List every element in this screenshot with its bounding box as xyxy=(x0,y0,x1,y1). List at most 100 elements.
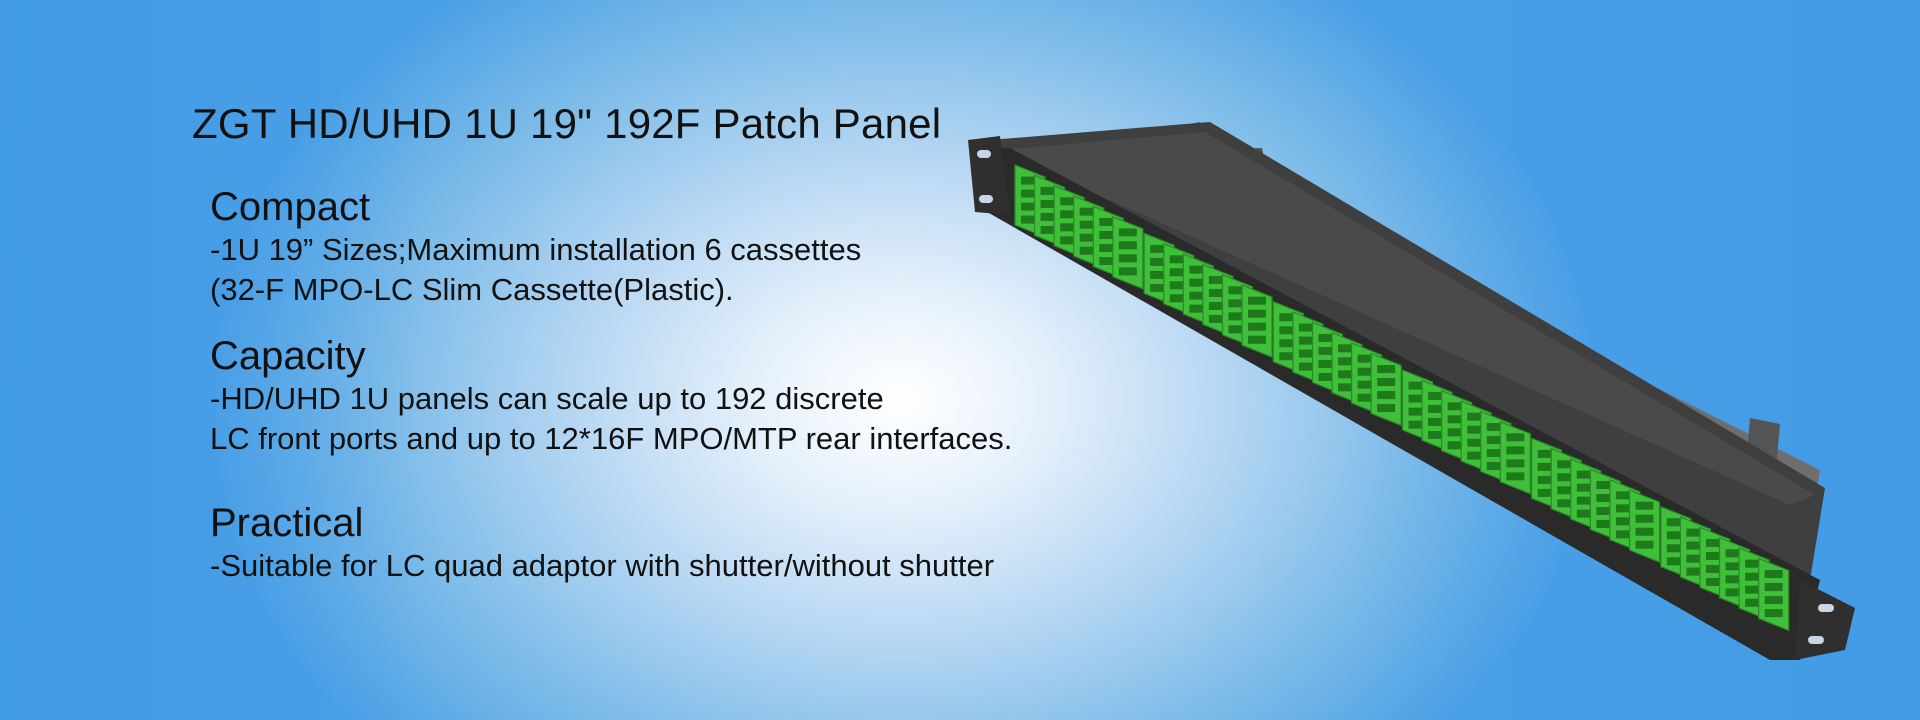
lc-port xyxy=(1428,430,1447,439)
lc-port xyxy=(1635,514,1654,523)
lc-port xyxy=(1279,326,1298,335)
lc-port xyxy=(1079,233,1098,242)
lc-port xyxy=(1279,352,1298,361)
section-line: (32-F MPO-LC Slim Cassette(Plastic). xyxy=(210,272,734,307)
lc-port xyxy=(1377,365,1396,374)
lc-adapter xyxy=(1241,284,1273,358)
lc-port xyxy=(1745,598,1764,607)
lc-port xyxy=(1467,451,1486,460)
lc-port xyxy=(1635,540,1654,549)
lc-port xyxy=(1357,367,1376,376)
lc-port xyxy=(1040,225,1059,234)
lc-port xyxy=(1338,344,1357,353)
lc-port xyxy=(1745,559,1764,568)
lc-port xyxy=(1725,588,1744,597)
lc-port xyxy=(1189,278,1208,287)
lc-port xyxy=(1118,241,1137,250)
patch-panel-image xyxy=(968,122,1855,660)
lc-port xyxy=(1150,257,1169,266)
lc-port xyxy=(1596,506,1615,515)
lc-port xyxy=(1248,296,1267,305)
lc-port xyxy=(1467,412,1486,421)
lc-port xyxy=(1298,349,1317,358)
lc-port xyxy=(1169,255,1188,264)
lc-port xyxy=(1357,393,1376,402)
lc-port xyxy=(1377,391,1396,400)
lc-port xyxy=(1169,281,1188,290)
lc-port xyxy=(1377,404,1396,413)
ear-hole xyxy=(977,150,991,158)
lc-port xyxy=(1338,383,1357,392)
lc-port xyxy=(1248,335,1267,344)
lc-port xyxy=(1208,275,1227,284)
lc-port xyxy=(1557,486,1576,495)
section-line: -HD/UHD 1U panels can scale up to 192 di… xyxy=(210,381,884,416)
lc-port xyxy=(1537,488,1556,497)
lc-port xyxy=(1447,441,1466,450)
lc-port xyxy=(1447,415,1466,424)
lc-port xyxy=(1208,314,1227,323)
lc-port xyxy=(1079,246,1098,255)
lc-port xyxy=(1118,254,1137,263)
lc-port xyxy=(1318,333,1337,342)
section-line: LC front ports and up to 12*16F MPO/MTP … xyxy=(210,421,1013,456)
lc-port xyxy=(1189,291,1208,300)
lc-port xyxy=(1228,325,1247,334)
lc-port xyxy=(1537,475,1556,484)
lc-port xyxy=(1764,609,1783,618)
lc-adapter xyxy=(1112,215,1144,290)
lc-port xyxy=(1189,265,1208,274)
lc-port xyxy=(1408,381,1427,390)
lc-port xyxy=(1228,312,1247,321)
lc-port xyxy=(1467,425,1486,434)
lc-port xyxy=(1666,557,1685,566)
banner-title: ZGT HD/UHD 1U 19" 192F Patch Panel xyxy=(192,100,942,147)
lc-port xyxy=(1486,462,1505,471)
lc-port xyxy=(1467,438,1486,447)
lc-port xyxy=(1021,202,1039,211)
lc-port xyxy=(1318,372,1337,381)
lc-port xyxy=(1576,509,1595,518)
section-heading-capacity: Capacity xyxy=(210,334,366,378)
lc-port xyxy=(1298,362,1317,371)
lc-port xyxy=(1764,570,1783,579)
lc-port xyxy=(1557,473,1576,482)
lc-port xyxy=(1596,519,1615,528)
lc-port xyxy=(1666,518,1685,527)
lc-port xyxy=(1189,304,1208,313)
lc-port xyxy=(1686,541,1705,550)
lc-port xyxy=(1666,531,1685,540)
lc-port xyxy=(1447,428,1466,437)
lc-port xyxy=(1228,286,1247,295)
lc-port xyxy=(1557,460,1576,469)
lc-port xyxy=(1040,199,1059,208)
lc-port xyxy=(1377,378,1396,387)
ear-hole xyxy=(1818,604,1834,612)
lc-adapter-array xyxy=(1014,164,1790,632)
lc-port xyxy=(1408,394,1427,403)
lc-port xyxy=(1248,309,1267,318)
lc-port xyxy=(1686,554,1705,563)
lc-port xyxy=(1506,446,1525,455)
lc-port xyxy=(1506,459,1525,468)
lc-port xyxy=(1248,322,1267,331)
lc-port xyxy=(1099,244,1118,253)
lc-port xyxy=(1428,417,1447,426)
lc-port xyxy=(1060,197,1079,206)
lc-port xyxy=(1635,501,1654,510)
lc-port xyxy=(1745,585,1764,594)
lc-port xyxy=(1486,436,1505,445)
lc-port xyxy=(1725,575,1744,584)
lc-port xyxy=(1537,449,1556,458)
section-heading-practical: Practical xyxy=(210,501,364,545)
lc-port xyxy=(1357,380,1376,389)
lc-port xyxy=(1079,207,1098,216)
lc-port xyxy=(1040,212,1059,221)
lc-port xyxy=(1725,562,1744,571)
lc-port xyxy=(1635,527,1654,536)
lc-port xyxy=(1447,402,1466,411)
lc-port xyxy=(1506,472,1525,481)
lc-port xyxy=(1169,294,1188,303)
lc-adapter xyxy=(1628,489,1661,563)
lc-port xyxy=(1506,433,1525,442)
